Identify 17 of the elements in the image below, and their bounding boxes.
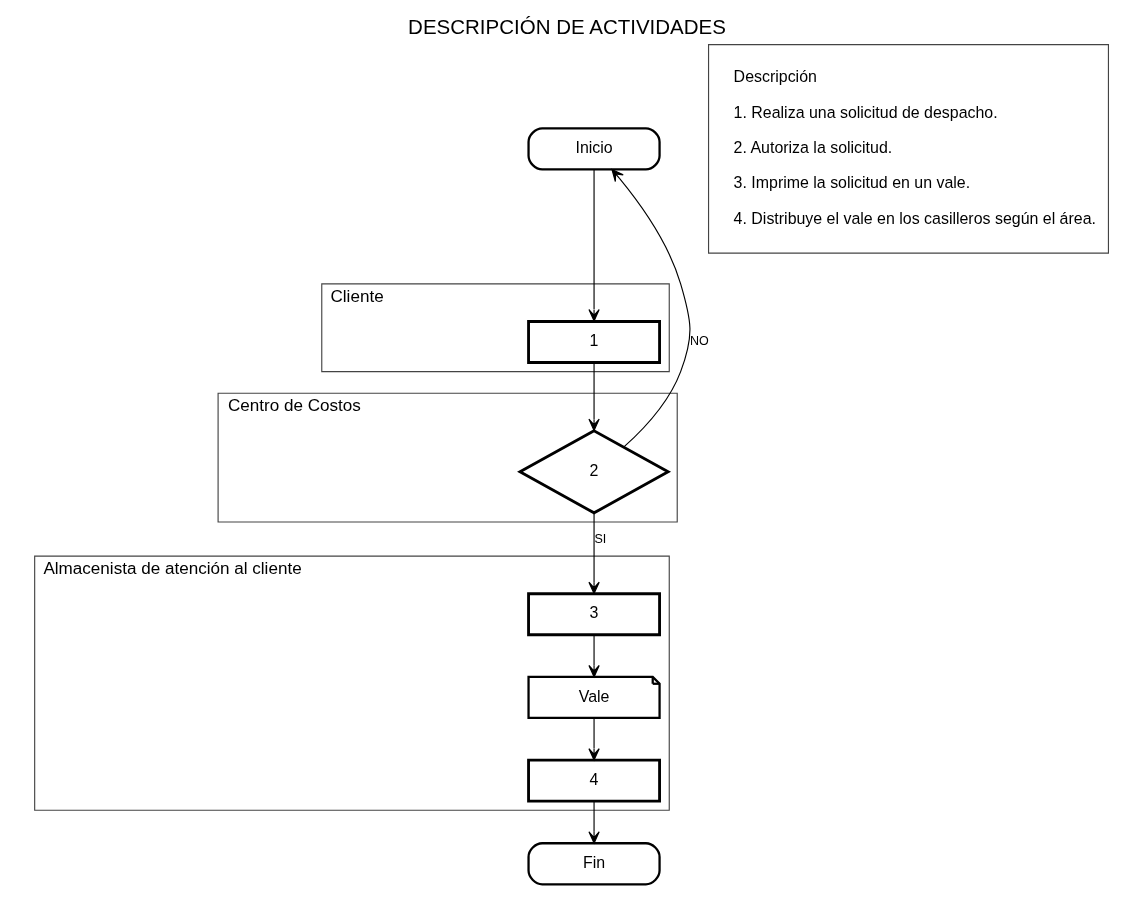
node-box: 1 <box>527 320 661 364</box>
arrow <box>588 169 600 322</box>
arrow <box>588 512 600 595</box>
node-diamond: 2 <box>517 429 672 515</box>
arrow <box>611 168 691 448</box>
node-box: Descripción 1. Realiza una solicitud de despacho. 2. Autoriza la solicitud. 3. Imprime la solicitud en un vale. 4. Distribuye el vale en los casilleros según el área. <box>708 44 1109 254</box>
arrow <box>588 717 600 761</box>
arrow <box>588 361 600 432</box>
edge-label: NO <box>690 334 709 349</box>
arrow <box>588 634 600 678</box>
arrow <box>588 800 600 844</box>
diagram-title: DESCRIPCIÓN DE ACTIVIDADES <box>408 14 726 38</box>
node-box: Inicio <box>527 127 661 171</box>
node-box: 3 <box>527 592 661 637</box>
node-box: 4 <box>527 758 661 803</box>
edge-label: SI <box>594 532 607 547</box>
node-box: Fin <box>527 842 661 886</box>
